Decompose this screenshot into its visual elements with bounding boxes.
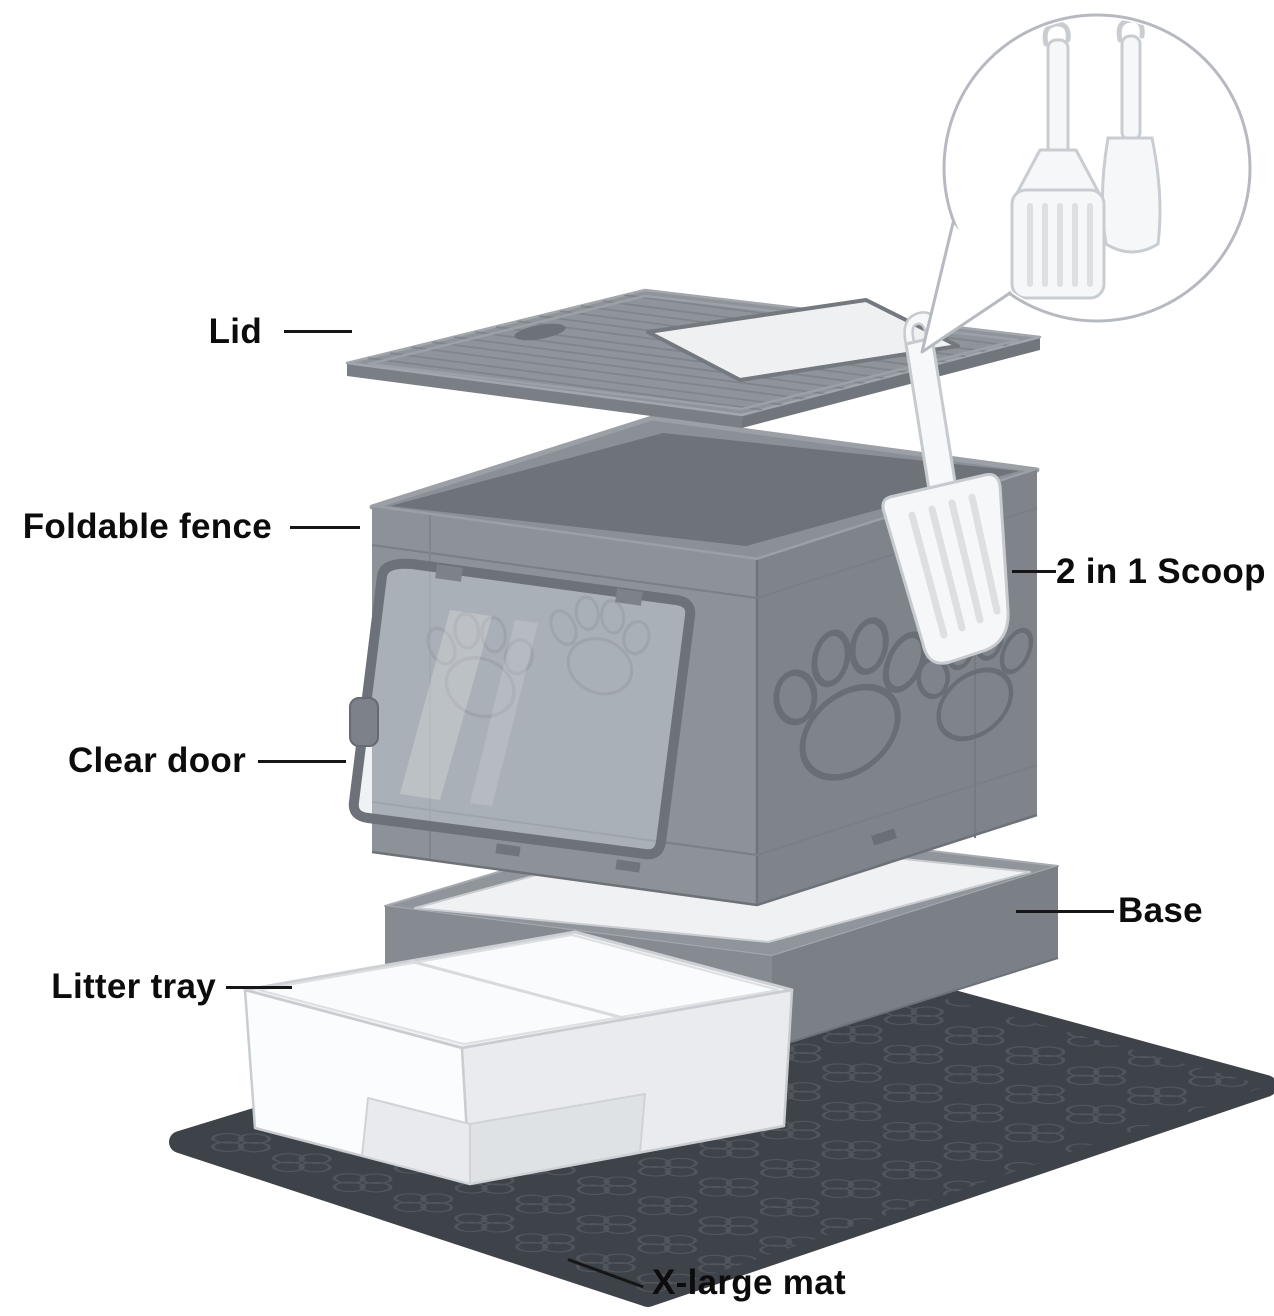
mat-label: X-large mat <box>652 1263 846 1302</box>
base-label: Base <box>1118 891 1203 930</box>
base-leader-line <box>1016 910 1114 913</box>
scoop-magnifier <box>920 13 1252 354</box>
clear-door-leader-line <box>258 760 346 763</box>
lid <box>345 288 1042 428</box>
magnified-scoop <box>1010 21 1106 300</box>
scoop <box>881 311 1010 665</box>
litter-tray-leader-line <box>226 986 292 989</box>
litter-tray <box>243 930 794 1186</box>
foldable-fence-leader-line <box>290 526 360 529</box>
scoop-label: 2 in 1 Scoop <box>1056 552 1266 591</box>
litter-tray-label: Litter tray <box>51 967 216 1006</box>
lid-leader-line <box>284 330 352 333</box>
clear-door <box>348 558 696 860</box>
scoop-leader-line <box>1012 570 1056 573</box>
foldable-fence-label: Foldable fence <box>22 507 272 546</box>
lid-label: Lid <box>208 312 262 351</box>
clear-door-label: Clear door <box>67 741 246 780</box>
magnified-scoop-holder <box>1100 18 1162 254</box>
